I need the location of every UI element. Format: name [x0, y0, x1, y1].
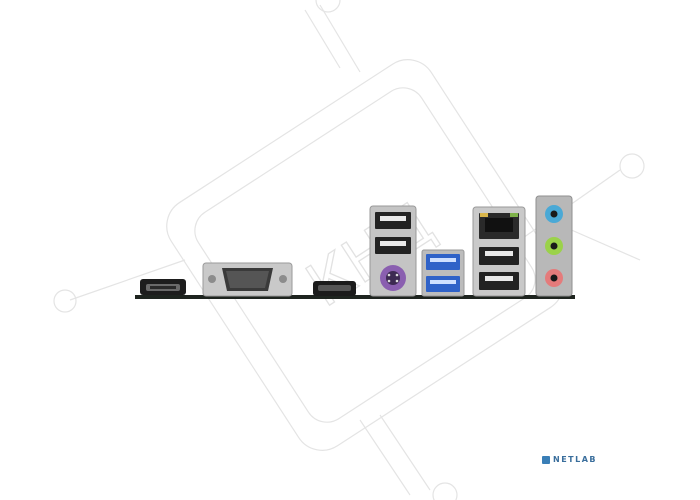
netlab-logo: NETLAB — [542, 455, 597, 464]
lan-usb-stack — [472, 206, 526, 297]
watermark-inner-frame — [194, 87, 536, 423]
hdmi-port — [140, 279, 186, 295]
watermark-line-bottom-1 — [359, 419, 411, 496]
vga-port — [202, 262, 293, 297]
audio-stack — [535, 195, 573, 297]
watermark-circle-left — [53, 289, 77, 313]
watermark-line-bottom-2 — [379, 414, 431, 491]
watermark-line-top-1 — [319, 4, 361, 73]
watermark-circle-top — [315, 0, 341, 13]
watermark-line-left — [69, 259, 186, 301]
usb3-stack — [421, 249, 465, 297]
netlab-logo-icon — [542, 455, 550, 464]
pcb-edge — [135, 295, 575, 299]
watermark-line-right-2 — [559, 224, 641, 261]
watermark-circle-bottom — [432, 482, 458, 500]
watermark-circle-right — [619, 153, 645, 179]
usb2-ps2-stack — [369, 205, 417, 297]
watermark-outer-frame — [166, 59, 564, 451]
netlab-logo-text: NETLAB — [553, 455, 598, 464]
watermark-line-top-2 — [304, 9, 341, 69]
displayport — [313, 281, 356, 296]
